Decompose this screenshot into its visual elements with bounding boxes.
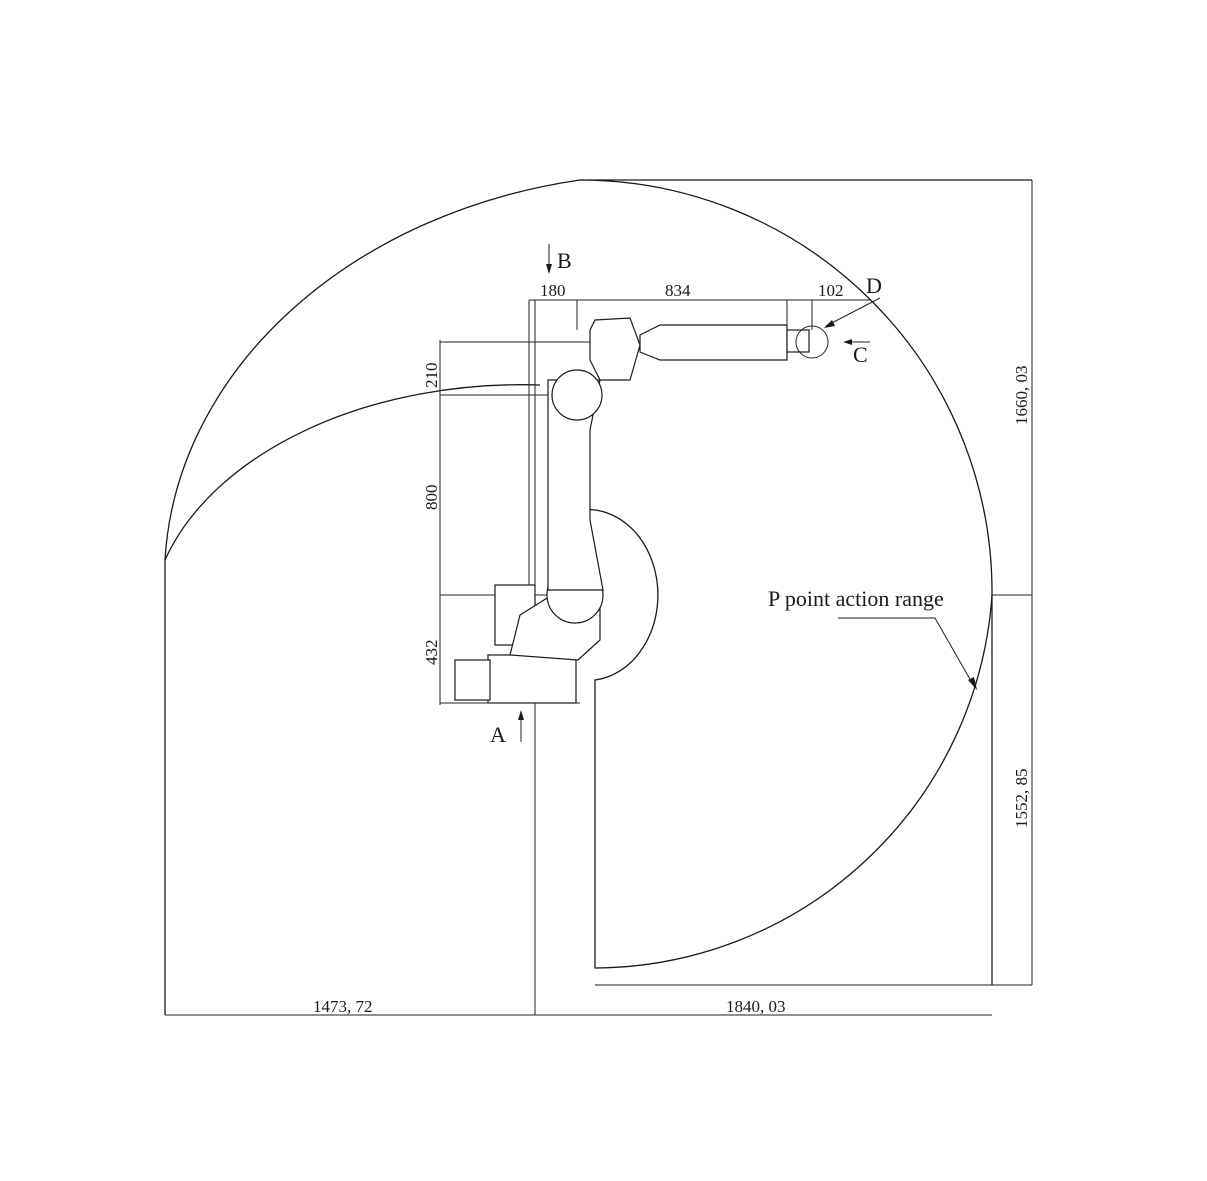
robot-lower-arm [547, 379, 604, 591]
dim-top-180: 180 [540, 281, 566, 300]
range-leader-arrow [968, 677, 977, 690]
dim-top-102: 102 [818, 281, 844, 300]
robot-base-foot [454, 659, 491, 701]
dim-left-210: 210 [422, 363, 441, 389]
arrow-a [518, 710, 524, 742]
arrow-c [843, 339, 870, 345]
robot-forearm [639, 324, 788, 361]
point-d-circle [795, 325, 829, 359]
label-a: A [490, 722, 506, 747]
inner-reach-envelope-lower [579, 508, 993, 969]
dim-bottom-right: 1840, 03 [726, 997, 786, 1016]
label-b: B [557, 248, 572, 273]
dim-left-432: 432 [422, 640, 441, 666]
label-d: D [866, 273, 882, 298]
arrow-d-leader [824, 297, 881, 328]
arrow-b [546, 244, 552, 274]
dim-left-800: 800 [422, 485, 441, 511]
label-c: C [853, 342, 868, 367]
dim-bottom-left: 1473, 72 [313, 997, 373, 1016]
robot-upper-housing [589, 317, 641, 381]
range-label: P point action range [768, 586, 944, 611]
dim-right-top: 1660, 03 [1012, 366, 1031, 426]
robot-joint-3 [551, 369, 603, 421]
robot-wrist [786, 329, 810, 353]
dim-top-834: 834 [665, 281, 691, 300]
robot-base [487, 654, 577, 704]
robot-arm [454, 317, 829, 704]
inner-reach-envelope [164, 384, 541, 1015]
outer-reach-envelope [164, 179, 1032, 985]
range-leader-line [838, 617, 976, 689]
dim-right-bottom: 1552, 85 [1012, 769, 1031, 829]
